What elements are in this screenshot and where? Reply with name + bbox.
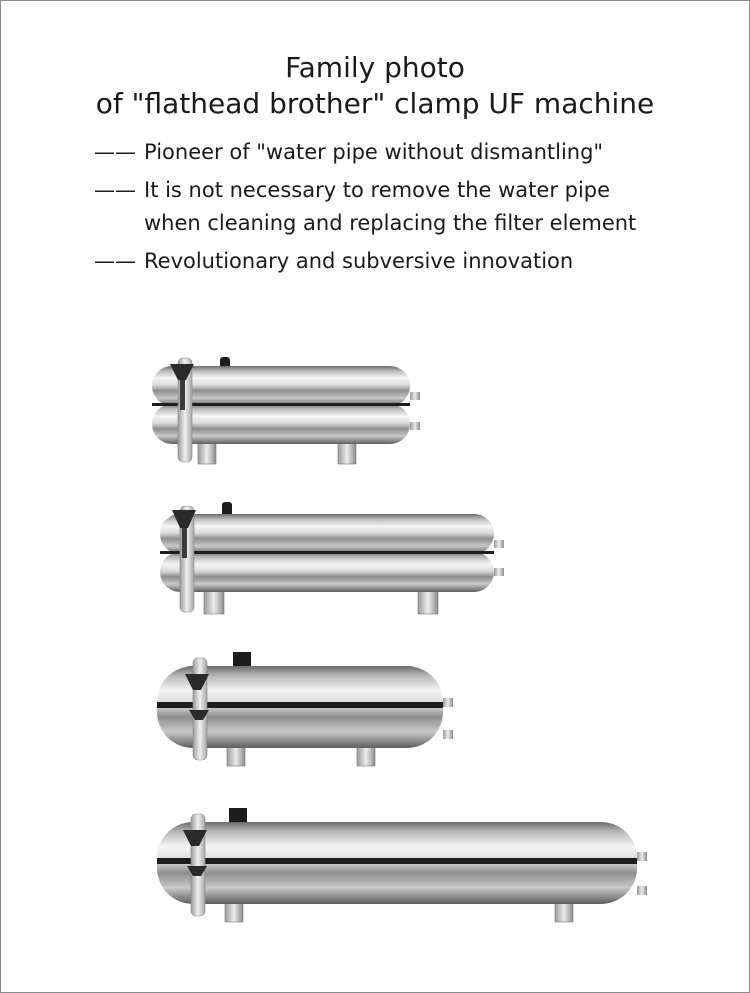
side-port bbox=[410, 422, 420, 430]
side-port bbox=[443, 698, 453, 707]
tube-upper bbox=[152, 366, 410, 406]
tube-seam bbox=[157, 858, 637, 864]
feature-item-3: —— Revolutionary and subversive innovatio… bbox=[94, 245, 636, 278]
uf-machine-double-short bbox=[148, 352, 438, 467]
clamp-handle bbox=[172, 510, 196, 528]
top-port-cap bbox=[233, 652, 251, 666]
tube-lower bbox=[160, 552, 494, 592]
feature-list: —— Pioneer of "water pipe without dismant… bbox=[94, 136, 636, 283]
title-line-2: of "flathead brother" clamp UF machine bbox=[95, 87, 655, 120]
feature-text: It is not necessary to remove the water … bbox=[144, 178, 611, 202]
title-line-1: Family photo bbox=[285, 51, 465, 84]
uf-machine-single-short bbox=[155, 650, 465, 770]
feature-text: Revolutionary and subversive innovation bbox=[144, 249, 574, 273]
uf-machine-illustration bbox=[160, 502, 504, 615]
tube-lower bbox=[152, 404, 410, 444]
top-port-cap bbox=[222, 502, 232, 516]
tube-seam bbox=[160, 551, 494, 554]
top-port-cap bbox=[229, 808, 247, 822]
clamp-ring bbox=[190, 813, 206, 917]
clamp-handle bbox=[170, 364, 194, 380]
tube-upper bbox=[160, 514, 494, 554]
feature-item-2: —— It is not necessary to remove the wate… bbox=[94, 174, 636, 240]
clamp-screw bbox=[180, 380, 185, 410]
uf-machine-illustration bbox=[157, 808, 647, 923]
side-port bbox=[494, 568, 504, 576]
side-port bbox=[637, 852, 647, 861]
clamp-ring bbox=[192, 657, 208, 761]
feature-dash: —— bbox=[94, 140, 136, 164]
feature-dash: —— bbox=[94, 178, 136, 202]
clamp-screw bbox=[182, 528, 187, 558]
side-port bbox=[637, 886, 647, 895]
page-title: Family photo of "flathead brother" clamp… bbox=[0, 50, 750, 122]
clamp-handle bbox=[183, 830, 207, 846]
feature-dash: —— bbox=[94, 249, 136, 273]
side-port bbox=[443, 730, 453, 739]
clamp-handle bbox=[185, 674, 209, 690]
feature-text-continued: when cleaning and replacing the filter e… bbox=[144, 211, 637, 235]
side-port bbox=[494, 540, 504, 548]
side-port bbox=[410, 392, 420, 400]
tube-seam bbox=[157, 702, 443, 708]
uf-machine-illustration bbox=[157, 652, 453, 767]
clamp-handle bbox=[189, 710, 209, 720]
uf-machine-double-long bbox=[156, 500, 516, 618]
feature-item-1: —— Pioneer of "water pipe without dismant… bbox=[94, 136, 636, 169]
clamp-handle bbox=[187, 866, 207, 876]
tube-seam bbox=[152, 403, 410, 406]
feature-text: Pioneer of "water pipe without dismantli… bbox=[144, 140, 604, 164]
uf-machine-illustration bbox=[152, 357, 420, 465]
uf-machine-single-long bbox=[155, 806, 655, 926]
